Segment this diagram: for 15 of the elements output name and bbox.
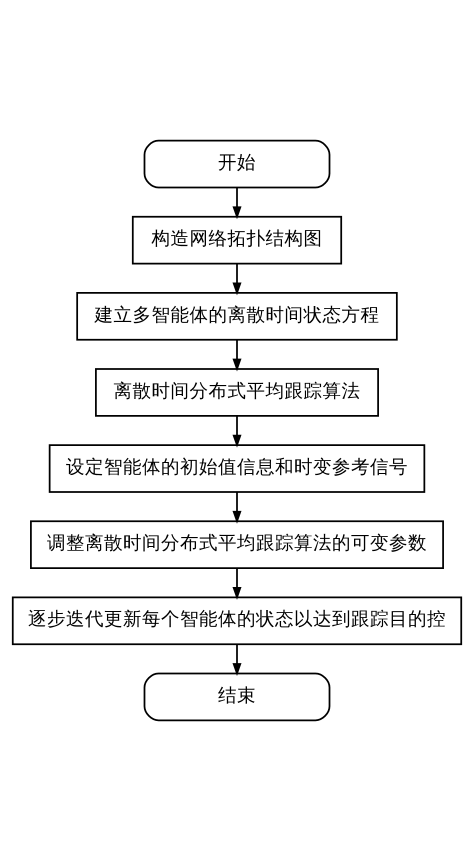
arrow xyxy=(232,416,242,448)
node-box: 开始 xyxy=(144,140,330,188)
node-box: 构造网络拓扑结构图 xyxy=(132,216,342,265)
arrow xyxy=(232,492,242,524)
node-box: 逐步迭代更新每个智能体的状态以达到跟踪目的控 xyxy=(12,596,462,646)
node-box: 设定智能体的初始值信息和时变参考信号 xyxy=(48,444,426,493)
arrow xyxy=(232,644,242,676)
arrow xyxy=(232,264,242,296)
arrow xyxy=(232,568,242,600)
node-box: 结束 xyxy=(144,672,330,722)
arrow xyxy=(232,188,242,220)
node-box: 建立多智能体的离散时间状态方程 xyxy=(76,292,398,341)
node-box: 离散时间分布式平均跟踪算法 xyxy=(95,368,379,417)
arrow xyxy=(232,340,242,372)
node-box: 调整离散时间分布式平均跟踪算法的可变参数 xyxy=(30,520,444,569)
